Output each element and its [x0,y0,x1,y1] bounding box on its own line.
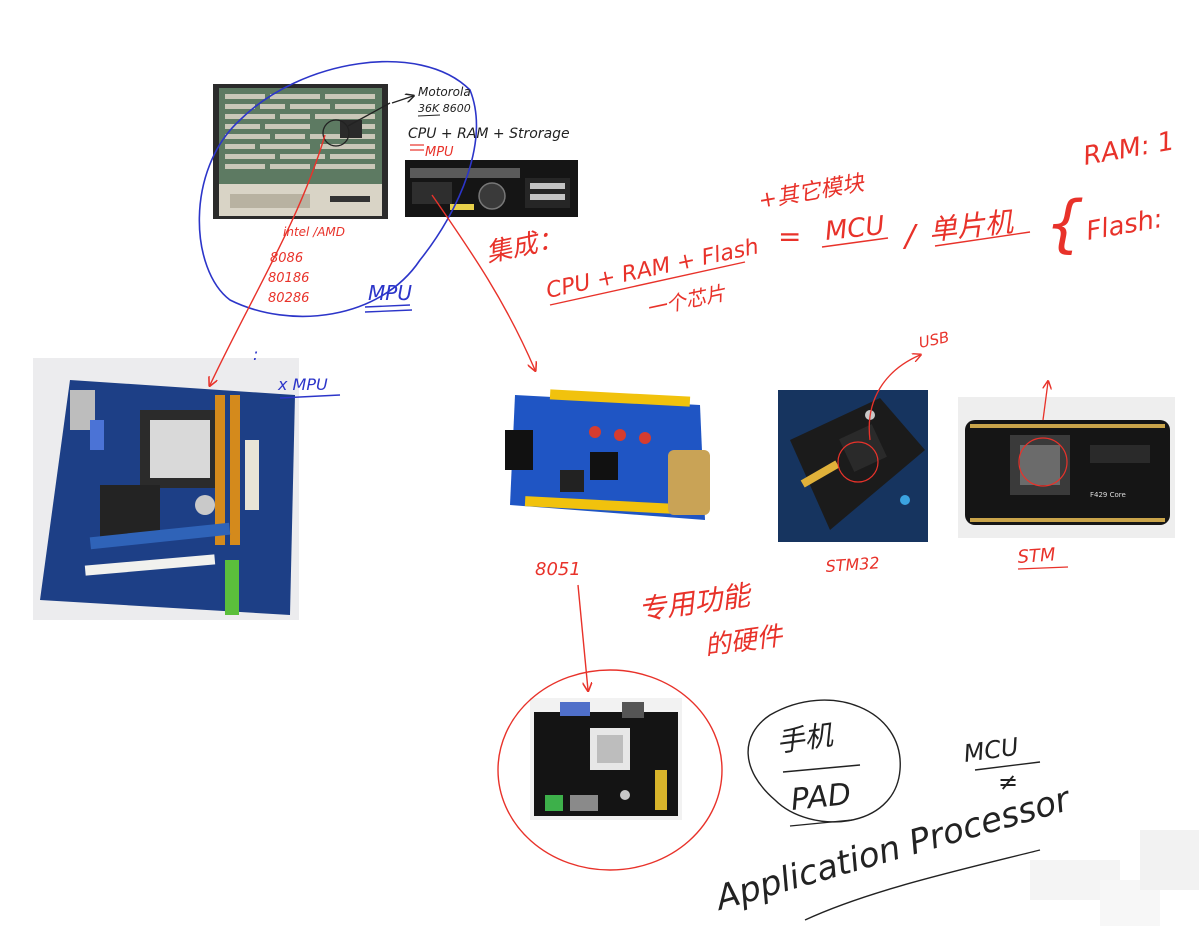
mpu-blue-circle [198,60,478,318]
chip-8086-label: 8086 [270,251,303,266]
red-annotations-center: 集成： CPU + RAM + Flash +其它模块 一个芯片 = MCU /… [483,126,1176,320]
eraser-marks [1030,830,1199,926]
arrow-to-usb [868,355,920,441]
application-processor-label: Application Processor [710,779,1077,919]
arrow-to-motherboard [210,134,326,385]
intel-amd-label: intel /AMD [283,225,345,239]
mcu-red-label: MCU [824,211,886,247]
special-function-label-2: 的硬件 [703,621,786,662]
flash-label: Flash: [1084,204,1165,247]
stm32-board-photo [778,390,928,542]
black-annotations-bottom: 手机 PAD MCU ≠ Application Processor [710,699,1077,921]
motorola-models-label: 36K 8600 [418,102,471,115]
one-chip-label: 一个芯片 [644,281,728,321]
pc-back-panel-photo [405,160,578,217]
stm-label: STM [1017,544,1057,568]
slash-label: / [902,219,918,254]
cpu-ram-storage-label: CPU + RAM + Strorage [408,126,570,142]
mpu-blue-label: MPU [368,281,412,305]
stm32-label: STM32 [825,553,880,576]
f429-board-silkscreen: F429 Core [1090,491,1126,499]
equals-sign: = [778,220,801,253]
c51-board-photo [497,385,717,547]
chip-80286-label: 80286 [268,291,309,306]
arrow-f429-chip [1042,382,1048,421]
c51-label: 8051 [535,559,581,580]
plus-other-modules-label: +其它模块 [757,170,868,213]
x-mpu-label: x MPU [277,375,328,394]
phone-label: 手机 [774,718,835,759]
jicheng-label: 集成： [483,223,566,269]
motorola-label: Motorola [418,85,471,99]
black-annotations-top: Motorola 36K 8600 CPU + RAM + Strorage M… [268,85,570,306]
old-computer-board-photo [213,84,388,219]
red-arrows [210,134,1068,871]
mcu-not-equal-label: ≠ [998,768,1018,796]
ram-label: RAM: 1 [1081,126,1177,171]
blue-annotations: MPU x MPU : [198,60,478,399]
phone-pad-circle [747,699,901,823]
motherboard-photo [33,358,299,620]
formula-label: CPU + RAM + Flash [544,234,761,303]
brace-label: { [1045,187,1084,260]
usb-label: USB [917,328,951,352]
chip-80186-label: 80186 [268,271,309,286]
arrow-to-c51 [431,194,535,370]
mpu-red-label: MPU [425,145,454,160]
mcu-black-label: MCU [962,732,1021,767]
ap-board-red-circle [497,669,723,871]
special-function-label-1: 专用功能 [636,578,754,627]
ap-board-photo [530,698,682,820]
dots-label: : [253,345,258,364]
pad-label: PAD [789,777,853,818]
